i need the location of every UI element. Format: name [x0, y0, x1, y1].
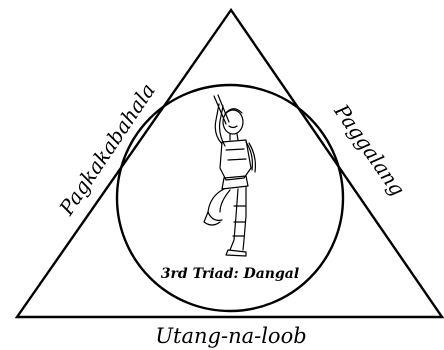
base-label: Utang-na-loob [155, 324, 306, 348]
dancer-figure-icon [204, 95, 255, 256]
left-side-label: Pagkakabahala [54, 79, 160, 220]
center-label: 3rd Triad: Dangal [161, 266, 299, 282]
